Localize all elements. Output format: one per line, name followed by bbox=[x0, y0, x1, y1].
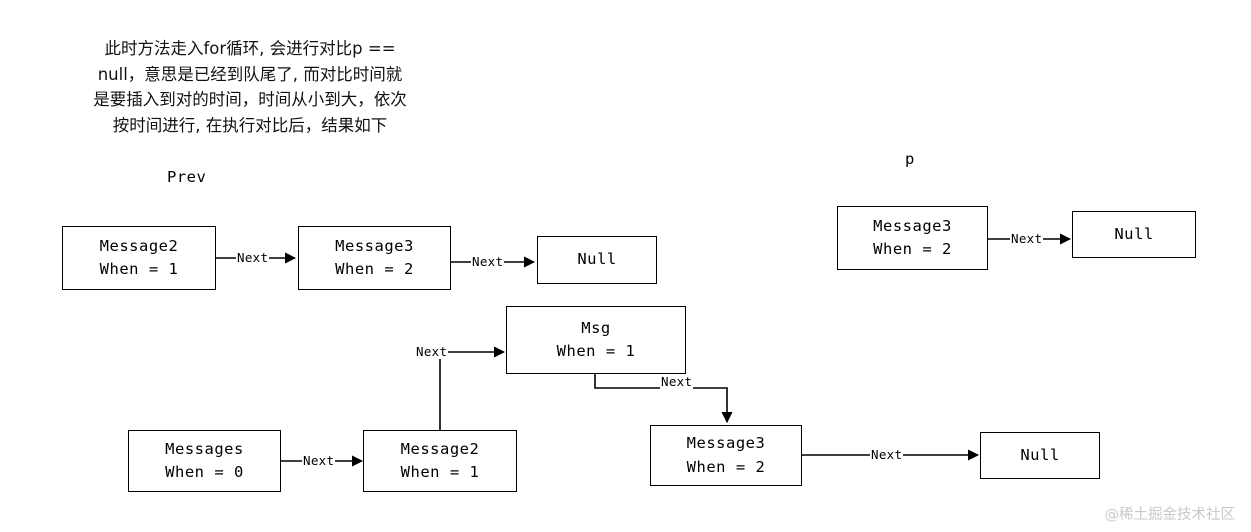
node-line-1: Message3 bbox=[335, 236, 414, 255]
node-p-message3[interactable]: Message3 When = 2 bbox=[837, 206, 988, 270]
node-line-1: Msg bbox=[581, 318, 611, 337]
node-line-1: Null bbox=[1114, 224, 1154, 243]
node-line-2: When = 0 bbox=[165, 463, 244, 481]
node-top-null[interactable]: Null bbox=[537, 236, 657, 284]
node-line-2: When = 1 bbox=[99, 260, 179, 278]
node-line-1: Message3 bbox=[686, 434, 766, 453]
node-line-1: Null bbox=[577, 250, 617, 269]
pointer-label-p: p bbox=[905, 150, 915, 168]
edge-label-next-2: Next bbox=[471, 254, 505, 269]
edge-label-next-6: Next bbox=[660, 374, 694, 389]
node-top-message2[interactable]: Message2 When = 1 bbox=[62, 226, 216, 290]
explanation-note: 此时方法走入for循环, 会进行对比p == null，意思是已经到队尾了, 而… bbox=[93, 39, 407, 135]
node-p-null[interactable]: Null bbox=[1072, 211, 1196, 258]
node-bottom-null[interactable]: Null bbox=[980, 432, 1100, 479]
node-top-message3[interactable]: Message3 When = 2 bbox=[298, 226, 451, 290]
pointer-label-prev: Prev bbox=[167, 168, 207, 186]
node-line-2: When = 2 bbox=[335, 260, 414, 278]
edge-label-next-7: Next bbox=[870, 447, 904, 462]
node-line-1: Null bbox=[1020, 445, 1060, 464]
node-line-1: Message2 bbox=[400, 439, 480, 458]
edge-label-next-1: Next bbox=[236, 250, 270, 265]
edge-label-next-5: Next bbox=[415, 344, 449, 359]
node-line-2: When = 2 bbox=[873, 240, 952, 258]
node-msg-new[interactable]: Msg When = 1 bbox=[506, 306, 686, 374]
node-line-1: Message2 bbox=[99, 236, 179, 255]
edge-label-next-4: Next bbox=[302, 453, 336, 468]
node-line-1: Messages bbox=[165, 439, 244, 458]
node-line-1: Message3 bbox=[873, 216, 952, 235]
node-bottom-messages[interactable]: Messages When = 0 bbox=[128, 430, 281, 492]
watermark: @稀土掘金技术社区 bbox=[1104, 507, 1236, 523]
node-line-2: When = 2 bbox=[686, 457, 766, 476]
node-bottom-message2[interactable]: Message2 When = 1 bbox=[363, 430, 517, 492]
node-bottom-message3[interactable]: Message3 When = 2 bbox=[650, 425, 802, 486]
edge-label-next-3: Next bbox=[1010, 231, 1044, 246]
node-line-2: When = 1 bbox=[556, 342, 636, 360]
node-line-2: When = 1 bbox=[400, 463, 480, 481]
